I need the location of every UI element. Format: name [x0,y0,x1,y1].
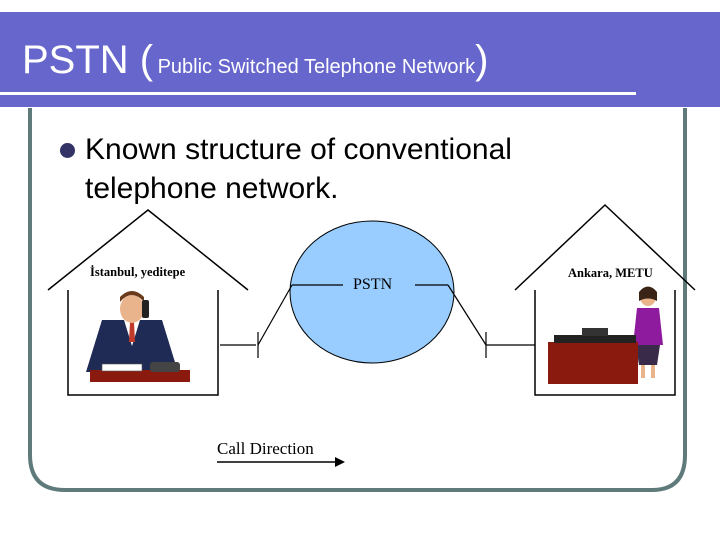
right-house-label: Ankara, METU [568,266,653,280]
pstn-label: PSTN [353,276,393,293]
woman-at-desk-icon [548,286,663,384]
right-house [514,203,696,396]
left-house [47,209,249,396]
man-on-phone-icon [86,291,190,382]
bullet-icon [60,143,75,158]
left-house-label: İstanbul, yeditepe [90,265,186,279]
title-bar [0,12,720,107]
call-direction-arrow-icon [217,457,345,467]
bullet-text: Known structure of conventional telephon… [85,133,512,205]
slide-frame [28,108,687,492]
line-left-connection [220,284,343,358]
title-underline [0,92,636,95]
call-direction-label: Call Direction [217,439,314,458]
pstn-cloud [289,220,455,364]
slide-title: PSTN ( Public Switched Telephone Network… [22,38,489,82]
line-right-connection [415,284,535,358]
